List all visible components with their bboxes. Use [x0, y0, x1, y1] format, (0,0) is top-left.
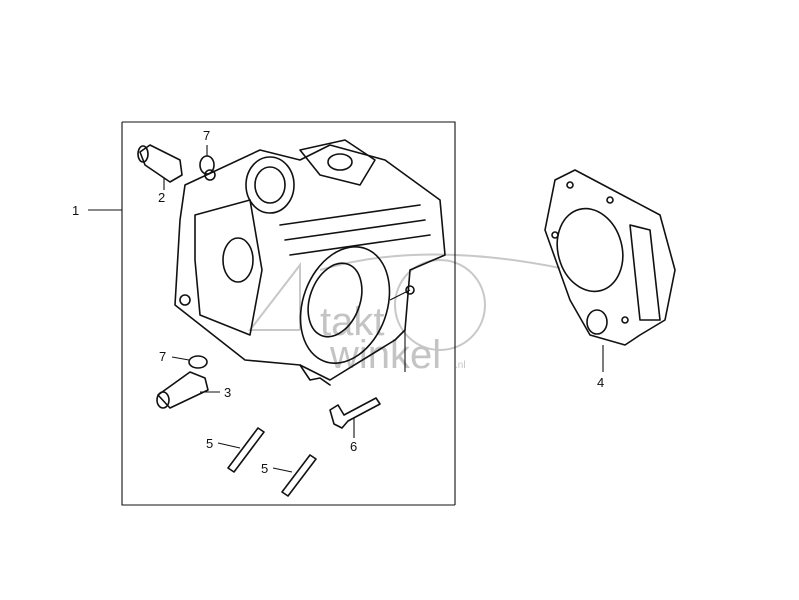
part-5-stud-1 [217, 427, 265, 473]
label-part-5-b: 5 [261, 461, 268, 476]
part-6-bolt [329, 397, 381, 438]
part-2-fitting [137, 144, 183, 190]
part-7-washer-top [199, 145, 215, 175]
cylinder-head [174, 139, 446, 386]
label-part-2: 2 [158, 190, 165, 205]
svg-text:.nl: .nl [455, 360, 466, 371]
label-part-3: 3 [224, 385, 231, 400]
label-part-6: 6 [350, 439, 357, 454]
label-part-1: 1 [72, 203, 79, 218]
label-part-7-top: 7 [203, 128, 210, 143]
part-5-stud-2 [272, 454, 317, 497]
part-4-gasket [544, 169, 676, 372]
assembly-bracket [88, 121, 456, 506]
label-part-4: 4 [597, 375, 604, 390]
part-7-washer-bottom [171, 355, 208, 369]
part-3-fitting [156, 371, 220, 409]
label-part-7-bottom: 7 [159, 349, 166, 364]
label-part-5-a: 5 [206, 436, 213, 451]
